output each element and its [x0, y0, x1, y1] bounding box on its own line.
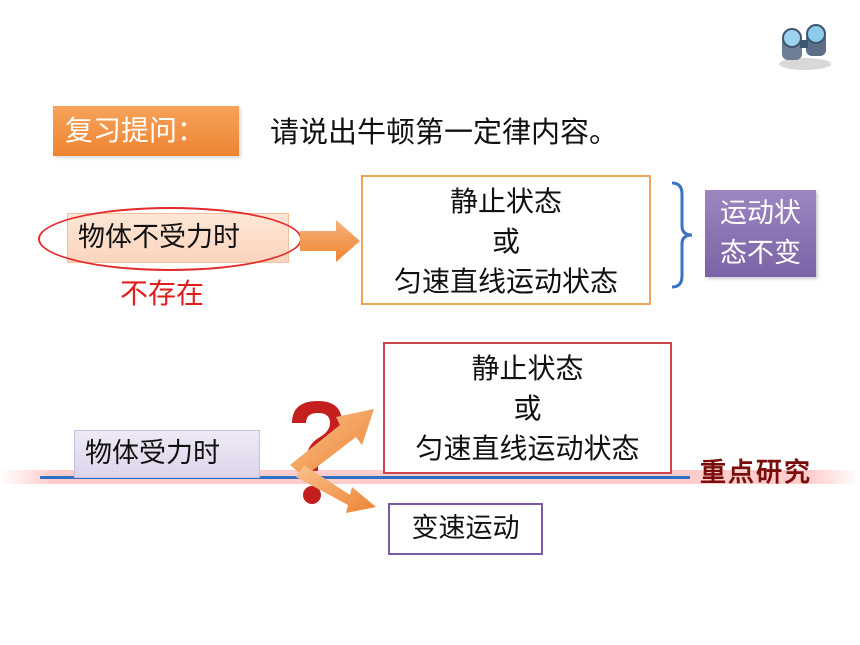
result-line: 静止状态: [471, 352, 584, 385]
no-force-result-box: 静止状态 或 匀速直线运动状态: [361, 175, 651, 305]
right-brace-icon: [671, 181, 693, 289]
variable-motion-box: 变速运动: [388, 503, 543, 555]
with-force-result-box: 静止状态 或 匀速直线运动状态: [383, 342, 672, 474]
not-exist-annotation: 不存在: [120, 277, 205, 310]
question-arrows-icon: [290, 401, 376, 513]
result-line: 或: [513, 392, 542, 425]
result-line: 匀速直线运动状态: [393, 265, 618, 298]
motion-unchanged-tag: 运动状 态不变: [705, 190, 816, 277]
tag-line: 运动状: [720, 198, 801, 229]
focus-divider-line: [40, 476, 690, 479]
result-line: 静止状态: [449, 185, 562, 218]
result-line: 或: [491, 225, 520, 258]
focus-label: 重点研究: [700, 458, 813, 488]
review-badge: 复习提问：: [53, 106, 239, 156]
right-arrow-icon: [300, 220, 360, 262]
red-ellipse-highlight: [38, 207, 302, 271]
tag-line: 态不变: [720, 238, 801, 269]
result-line: 匀速直线运动状态: [415, 432, 640, 465]
binoculars-icon: [779, 24, 831, 70]
with-force-condition: 物体受力时: [74, 430, 260, 478]
review-question: 请说出牛顿第一定律内容。: [270, 115, 619, 149]
